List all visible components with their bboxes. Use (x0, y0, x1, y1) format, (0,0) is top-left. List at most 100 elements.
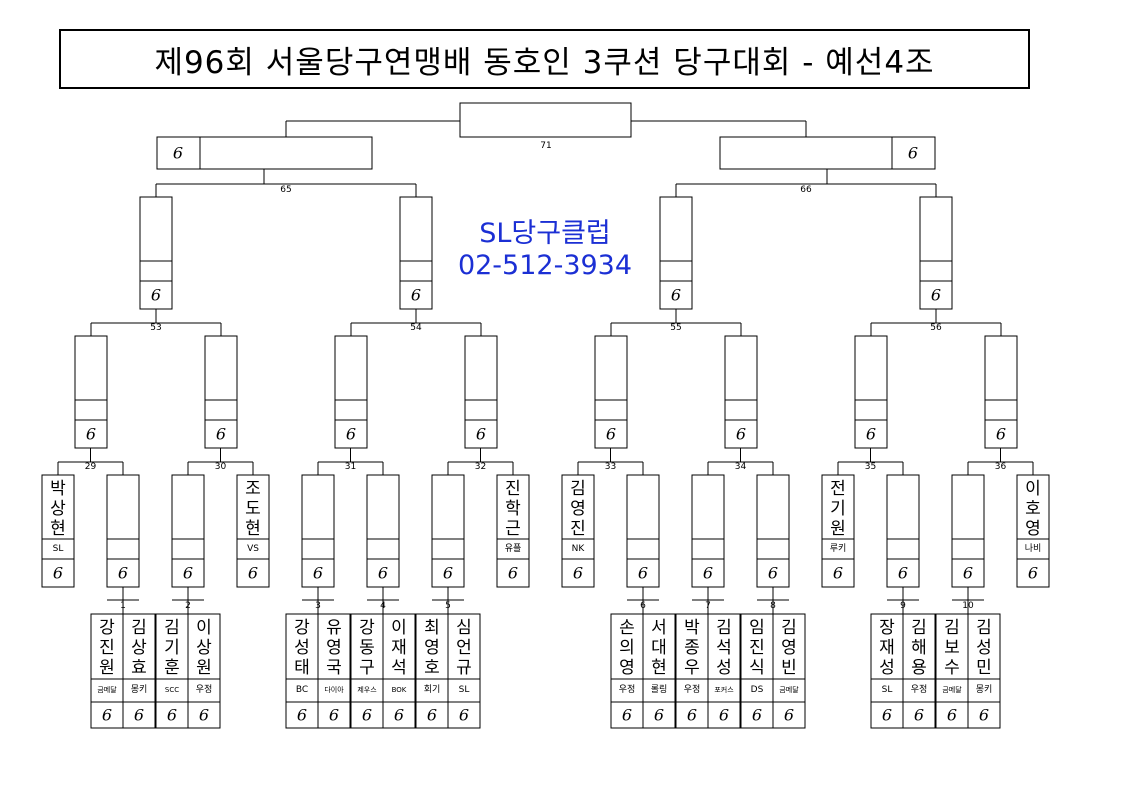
seed-player-club: 나비 (1025, 543, 1042, 554)
player-name: 김 (944, 618, 960, 638)
match-number: 6 (640, 601, 646, 611)
player-name: 영 (326, 638, 342, 658)
player-name: 용 (911, 658, 927, 678)
player-name: 영 (619, 658, 635, 678)
player-slot (122, 613, 156, 729)
score-mark: 6 (908, 144, 918, 163)
seed-player-club: NK (572, 544, 586, 554)
seed-player-name: 영 (570, 499, 586, 519)
player-name: 성 (294, 638, 310, 658)
player-name: 강 (359, 618, 375, 638)
club-sign: SL당구클럽 02-512-3934 (440, 218, 650, 282)
match-number: 35 (865, 462, 876, 472)
match-number: 71 (540, 141, 551, 151)
match-number: 7 (705, 601, 711, 611)
seed-player-name: 진 (505, 479, 521, 499)
score-mark: 6 (378, 564, 388, 583)
seed-player-name: 박 (50, 479, 66, 499)
score-mark: 6 (476, 425, 486, 444)
player-name: 훈 (164, 658, 180, 678)
score-mark: 6 (297, 706, 307, 725)
player-name: 강 (294, 618, 310, 638)
seed-player-name: 이 (1025, 479, 1041, 499)
seed-player-name: 학 (505, 499, 521, 519)
player-club: 우정 (684, 684, 701, 695)
score-mark: 6 (687, 706, 697, 725)
player-name: 서 (651, 618, 667, 638)
player-name: 식 (749, 658, 765, 678)
match-number: 8 (770, 601, 776, 611)
score-mark: 6 (313, 564, 323, 583)
score-mark: 6 (248, 564, 258, 583)
player-name: 보 (944, 638, 960, 658)
player-name: 종 (684, 638, 700, 658)
match-number: 33 (605, 462, 616, 472)
score-mark: 6 (914, 706, 924, 725)
player-name: 최 (424, 618, 440, 638)
player-slot (707, 613, 741, 729)
player-club: 롤링 (651, 683, 668, 695)
player-name: 수 (944, 658, 960, 678)
match-number: 32 (475, 462, 486, 472)
player-name: 언 (456, 638, 472, 658)
player-name: 이 (391, 618, 407, 638)
player-club: 금메달 (779, 686, 799, 694)
player-club: BOK (392, 686, 407, 694)
player-name: 이 (196, 618, 212, 638)
score-mark: 6 (736, 425, 746, 444)
score-mark: 6 (199, 706, 209, 725)
player-name: 김 (911, 618, 927, 638)
player-name: 민 (976, 658, 992, 678)
player-name: 성 (976, 638, 992, 658)
player-slot (187, 613, 221, 729)
player-name: 동 (359, 638, 375, 658)
seed-player-name: 전 (830, 479, 846, 499)
seed-player-name: 원 (830, 519, 846, 539)
match-number: 53 (150, 323, 161, 333)
score-mark: 6 (996, 425, 1006, 444)
score-mark: 6 (979, 706, 989, 725)
score-mark: 6 (606, 425, 616, 444)
player-name: 기 (164, 638, 180, 658)
player-club: BC (296, 685, 308, 695)
player-slot (967, 613, 1001, 729)
player-club: 몽키 (976, 684, 993, 695)
player-club: 우정 (196, 684, 213, 695)
match-number: 36 (995, 462, 1007, 472)
match-number: 2 (185, 601, 191, 611)
seed-player-club: VS (247, 544, 259, 554)
match-number: 66 (800, 185, 812, 195)
player-name: 유 (326, 618, 342, 638)
score-mark: 6 (86, 425, 96, 444)
score-mark: 6 (173, 144, 183, 163)
player-name: 성 (879, 658, 895, 678)
score-mark: 6 (784, 706, 794, 725)
score-mark: 6 (882, 706, 892, 725)
score-mark: 6 (508, 564, 518, 583)
player-name: 임 (749, 618, 765, 638)
seed-player-club: 유플 (505, 543, 522, 554)
seed-player-name: 진 (570, 519, 586, 539)
player-club: 우정 (911, 684, 928, 695)
seed-player-name: 호 (1025, 499, 1041, 519)
player-name: 원 (196, 658, 212, 678)
score-mark: 6 (622, 706, 632, 725)
club-phone: 02-512-3934 (457, 250, 633, 281)
player-slot (772, 613, 806, 729)
player-club: SL (882, 685, 893, 695)
seed-player-club: 루키 (830, 543, 847, 554)
score-mark: 6 (1028, 564, 1038, 583)
player-name: 상 (131, 638, 147, 658)
player-name: 호 (424, 658, 440, 678)
player-name: 석 (391, 658, 407, 678)
player-slot (902, 613, 936, 729)
score-mark: 6 (411, 286, 421, 305)
seed-player-name: 도 (245, 499, 261, 519)
score-mark: 6 (752, 706, 762, 725)
match-number: 5 (445, 601, 451, 611)
player-name: 대 (651, 638, 667, 658)
score-mark: 6 (947, 706, 957, 725)
player-club: 금메달 (942, 686, 962, 694)
match-number: 54 (410, 323, 422, 333)
seed-player-name: 영 (1025, 519, 1041, 539)
